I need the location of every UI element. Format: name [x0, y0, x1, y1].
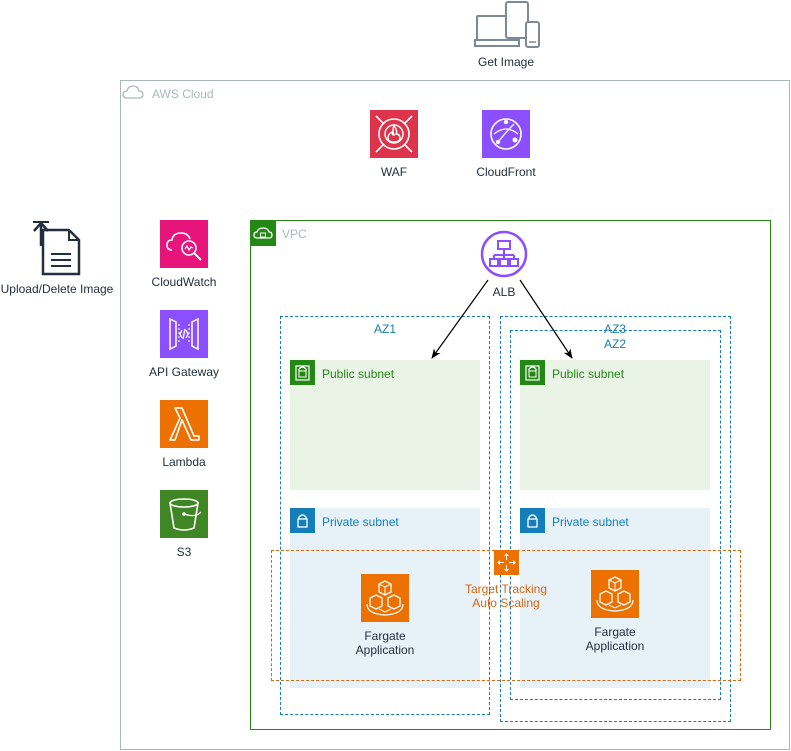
private-subnet-lock-icon: [290, 508, 315, 533]
client-label: Get Image: [477, 55, 535, 69]
private-subnet-lock-icon: [520, 508, 545, 533]
waf-label: WAF: [380, 165, 408, 179]
fargate-label-line2: Application: [585, 639, 645, 653]
lambda-icon: [160, 400, 208, 448]
fargate-label-line1: Fargate: [364, 629, 406, 643]
s3-label: S3: [176, 545, 192, 559]
alb-icon: [480, 230, 528, 278]
alb-to-public-subnet-az2-arrow: [519, 279, 573, 359]
api-gateway-icon: [160, 310, 208, 358]
public-subnet-az1: [290, 360, 480, 490]
auto-scaling-label-line2: Auto Scaling: [472, 596, 540, 610]
cloudwatch-label: CloudWatch: [151, 275, 217, 289]
az2-label: AZ2: [603, 337, 626, 351]
fargate-label-line2: Application: [355, 643, 415, 657]
public-subnet-label: Public subnet: [552, 367, 625, 381]
auto-scaling-icon: [494, 550, 519, 575]
public-subnet-lock-icon: [520, 360, 545, 385]
availability-zone-1: [280, 316, 490, 715]
s3-bucket-icon: [160, 490, 208, 538]
aws-cloud-label: AWS Cloud: [152, 87, 214, 101]
public-subnet-az2: [520, 360, 710, 490]
public-subnet-lock-icon: [290, 360, 315, 385]
uploader-label: Upload/Delete Image: [0, 282, 114, 296]
availability-zone-3: [500, 316, 731, 722]
api-gateway-label: API Gateway: [148, 365, 220, 379]
az3-label: AZ3: [603, 322, 626, 336]
aws-cloud-icon: [120, 80, 146, 106]
cloudwatch-icon: [160, 220, 208, 268]
private-subnet-label: Private subnet: [552, 515, 629, 529]
auto-scaling-label-line1: Target Tracking: [464, 582, 548, 596]
fargate-label-line1: Fargate: [594, 625, 636, 639]
public-subnet-label: Public subnet: [322, 367, 395, 381]
vpc-group: [250, 220, 771, 730]
az1-label: AZ1: [373, 322, 396, 336]
fargate-icon: [591, 570, 639, 618]
fargate-icon: [361, 574, 409, 622]
document-upload-icon: [31, 220, 83, 276]
client-devices-icon: [474, 0, 540, 50]
cloudfront-icon: [482, 110, 530, 158]
vpc-label: VPC: [282, 227, 307, 241]
alb-label: ALB: [492, 285, 516, 299]
alb-to-public-subnet-az1-arrow: [431, 279, 489, 359]
waf-icon: [370, 110, 418, 158]
private-subnet-label: Private subnet: [322, 515, 399, 529]
cloudfront-label: CloudFront: [476, 165, 536, 179]
aws-cloud-group: [120, 80, 790, 750]
vpc-icon: [250, 220, 276, 246]
lambda-label: Lambda: [162, 455, 206, 469]
availability-zone-2: [510, 330, 721, 700]
